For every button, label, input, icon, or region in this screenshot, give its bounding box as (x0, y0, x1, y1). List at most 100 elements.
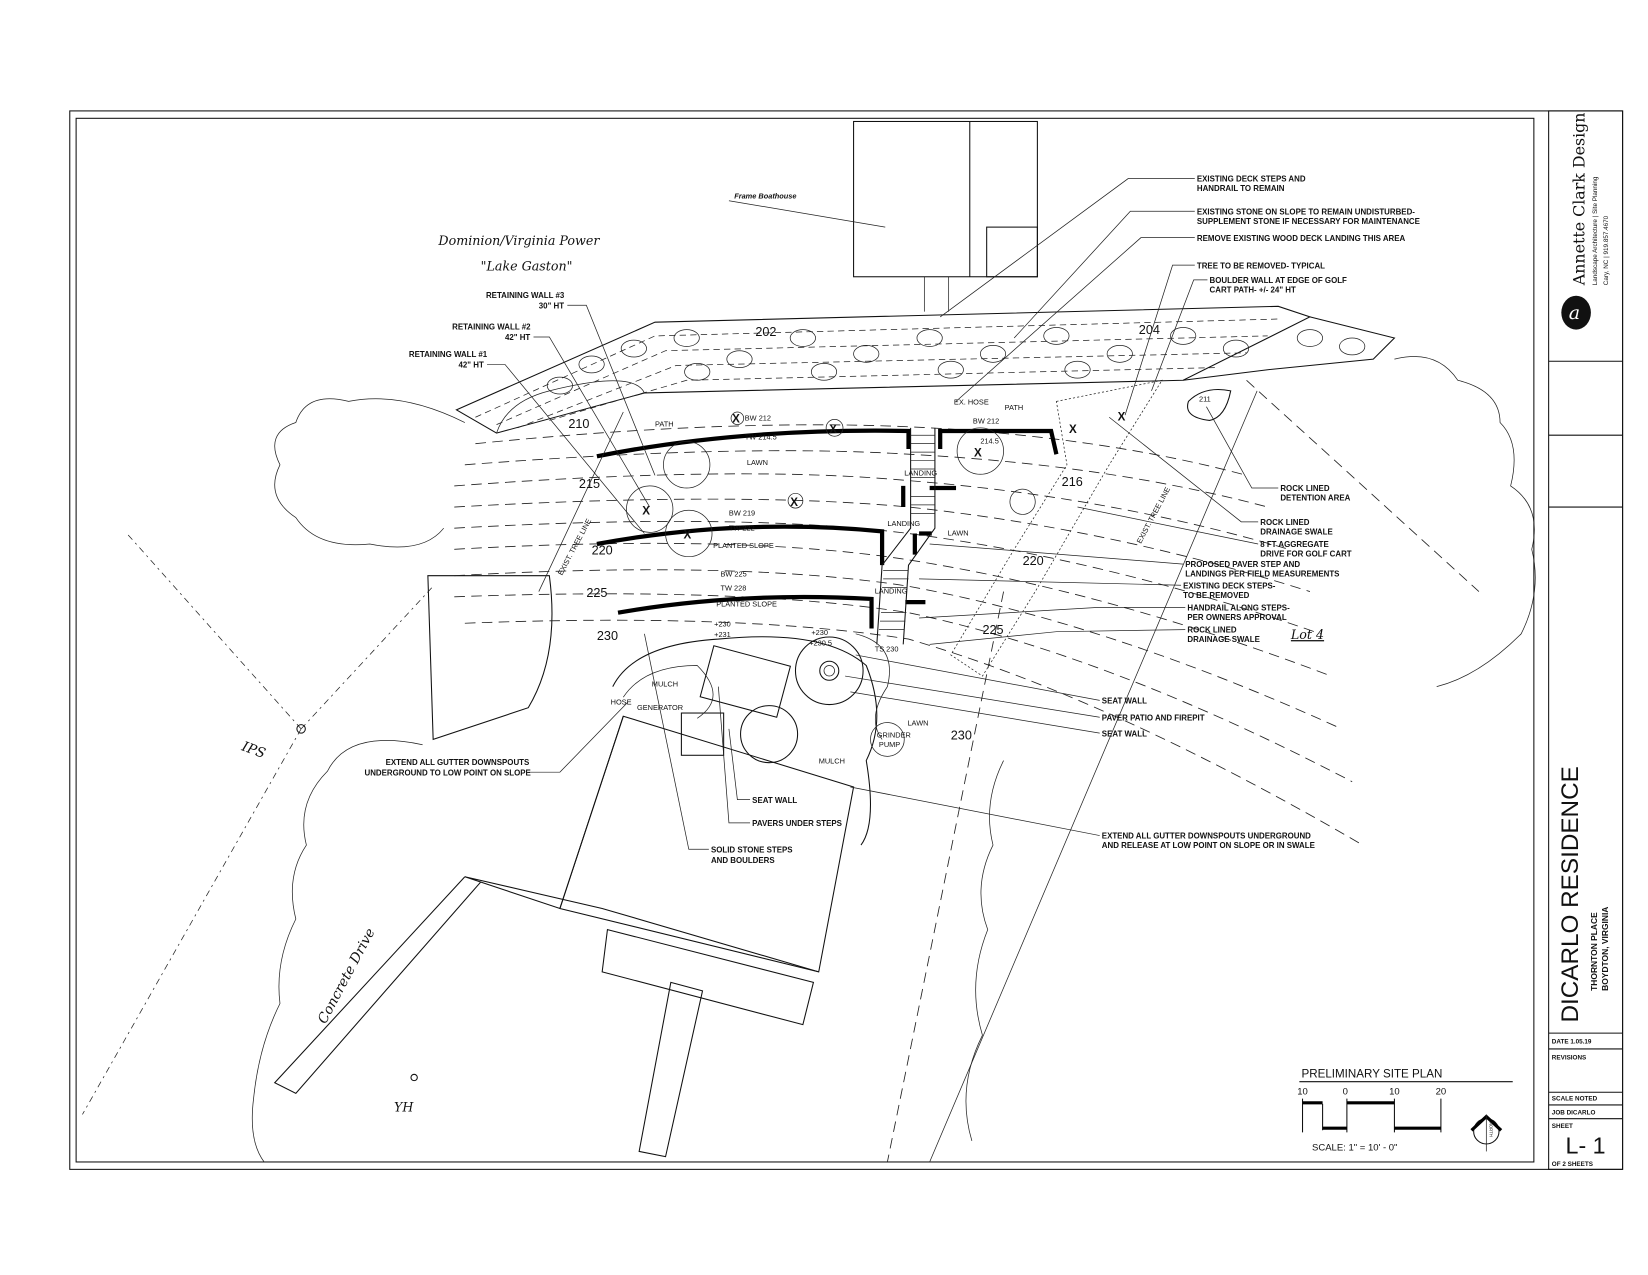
plan-title: PRELIMINARY SITE PLAN (1301, 1067, 1442, 1080)
site-label-tw2145: TW 214.5 (745, 432, 777, 441)
property-line-south (886, 591, 1004, 1163)
site-label-lawn-1: LAWN (747, 458, 768, 467)
tree-canopy-right (1394, 356, 1536, 687)
site-label-mulch-1: MULCH (652, 680, 678, 689)
tree-remove-markers (626, 411, 1036, 558)
revisions: REVISIONS (1552, 1055, 1586, 1062)
site-label-ex-hose: EX. HOSE (954, 398, 989, 407)
svg-text:X: X (1069, 423, 1077, 436)
golf-cart-drive (950, 379, 1163, 677)
firm-tagline: Landscape Architecture | Site Planning (1592, 176, 1599, 285)
svg-text:0: 0 (1343, 1086, 1348, 1097)
yard-hydrant (410, 1073, 418, 1082)
site-label-lawn-2: LAWN (948, 529, 969, 538)
svg-text:LANDINGS PER FIELD MEASUREMEN: LANDINGS PER FIELD MEASUREMENTS (1185, 570, 1339, 579)
site-label-landing-3: LANDING (875, 587, 908, 596)
svg-text:SEAT WALL: SEAT WALL (1102, 697, 1147, 706)
x-marks: XX XX XX XX (642, 410, 1125, 541)
elevation-204: 204 (1139, 323, 1160, 337)
detention-area (1187, 388, 1232, 421)
svg-text:X: X (732, 413, 740, 426)
project-title: DICARLO RESIDENCE (1557, 766, 1584, 1022)
site-label-hose: HOSE (611, 698, 632, 707)
svg-text:BOULDER WALL AT EDGE OF GOLF: BOULDER WALL AT EDGE OF GOLF (1210, 276, 1347, 285)
site-label-landing-2: LANDING (887, 519, 920, 528)
sheet-count: OF 2 SHEETS (1552, 1161, 1593, 1168)
lake-label-2: "Lake Gaston" (481, 258, 573, 273)
svg-text:10: 10 (1389, 1086, 1400, 1097)
stone-mass-left (427, 575, 553, 741)
concrete-drive-label: Concrete Drive (315, 926, 379, 1027)
lake-label-1: Dominion/Virginia Power (437, 233, 600, 248)
svg-text:EXISTING DECK STEPS-: EXISTING DECK STEPS- (1183, 581, 1276, 590)
scale-bar: PRELIMINARY SITE PLAN 10 0 10 20 SCALE: … (1297, 1067, 1513, 1153)
yh-label: YH (394, 1099, 414, 1114)
elevation-211: 211 (1199, 394, 1211, 403)
svg-text:EXISTING DECK STEPS AND: EXISTING DECK STEPS AND (1197, 175, 1306, 184)
firepit (794, 636, 864, 706)
elevation-210: 210 (568, 417, 589, 431)
site-label-bw225: BW 225 (720, 570, 746, 579)
boathouse: Frame Boathouse (728, 120, 1038, 312)
firm-logo-letter: a (1569, 302, 1580, 324)
sheet-label: SHEET (1552, 1123, 1573, 1130)
grinder-pump (870, 722, 905, 757)
svg-text:PAVERS UNDER STEPS: PAVERS UNDER STEPS (752, 819, 842, 828)
drawing-border (75, 117, 1535, 1163)
svg-text:EXTEND ALL GUTTER DOWNSPOUTS U: EXTEND ALL GUTTER DOWNSPOUTS UNDERGROUND (1102, 832, 1311, 841)
site-label-s230b: +230 (811, 628, 828, 637)
svg-text:DRIVE FOR GOLF CART: DRIVE FOR GOLF CART (1260, 550, 1352, 559)
svg-text:8 FT AGGREGATE: 8 FT AGGREGATE (1260, 540, 1329, 549)
svg-text:NORTH: NORTH (1488, 1122, 1493, 1137)
elevation-230: 230 (597, 629, 618, 643)
sheet-border (69, 110, 1624, 1170)
elevation-225: 225 (586, 586, 607, 600)
patio-area (612, 633, 905, 846)
site-label-ts230: TS 230 (875, 645, 899, 654)
lot-label: Lot 4 (1290, 627, 1324, 642)
elevation-216: 216 (1062, 475, 1083, 489)
boathouse-label: Frame Boathouse (734, 192, 796, 201)
title-block-border (1548, 110, 1624, 1170)
elevation-220: 220 (592, 544, 613, 558)
site-label-path-2: PATH (1005, 403, 1024, 412)
scale-note: SCALE NOTED (1552, 1096, 1598, 1103)
svg-text:SUPPLEMENT STONE IF NECESSARY: SUPPLEMENT STONE IF NECESSARY FOR MAINTE… (1197, 217, 1420, 226)
svg-text:TO BE REMOVED: TO BE REMOVED (1183, 591, 1249, 600)
svg-text:PROPOSED PAVER STEP AND: PROPOSED PAVER STEP AND (1185, 560, 1300, 569)
site-label-bw212: BW 212 (745, 413, 771, 422)
site-label-pump: PUMP (879, 740, 900, 749)
svg-text:CART PATH- +/- 24" HT: CART PATH- +/- 24" HT (1210, 286, 1296, 295)
svg-text:10: 10 (1297, 1086, 1308, 1097)
svg-text:X: X (974, 446, 982, 459)
site-label-s231: +231 (714, 630, 731, 639)
project-address-2: BOYDTON, VIRGINIA (1600, 907, 1610, 991)
svg-text:AND BOULDERS: AND BOULDERS (711, 856, 775, 865)
site-label-mulch-2: MULCH (819, 757, 845, 766)
svg-text:RETAINING WALL #1: RETAINING WALL #1 (409, 350, 488, 359)
ips-pin (82, 533, 434, 1115)
tree-canopy-left (274, 398, 466, 548)
elevation-220-east: 220 (1023, 554, 1044, 568)
svg-text:20: 20 (1436, 1086, 1447, 1097)
existing-stone-slope: 202 204 (455, 305, 1396, 434)
sheet-number: L- 1 (1566, 1133, 1606, 1159)
site-label-lawn-3: LAWN (907, 719, 928, 728)
contour-lines (454, 424, 1363, 846)
scale-text: SCALE: 1" = 10' - 0" (1312, 1142, 1397, 1153)
svg-text:42" HT: 42" HT (459, 361, 484, 370)
svg-text:SEAT WALL: SEAT WALL (752, 796, 797, 805)
site-label-tw222: TW 222 (729, 523, 755, 532)
svg-text:ROCK LINED: ROCK LINED (1280, 484, 1329, 493)
svg-text:X: X (684, 529, 692, 542)
svg-text:X: X (1118, 410, 1126, 423)
site-label-path-1: PATH (655, 420, 674, 429)
svg-text:REMOVE EXISTING WOOD DECK LAND: REMOVE EXISTING WOOD DECK LANDING THIS A… (1197, 234, 1406, 243)
firm-logo (1561, 295, 1591, 330)
svg-text:42" HT: 42" HT (505, 333, 530, 342)
svg-text:ROCK LINED: ROCK LINED (1187, 626, 1236, 635)
tree-canopy-drive (251, 740, 423, 1163)
callouts-left: RETAINING WALL #3 30" HT RETAINING WALL … (364, 291, 841, 865)
elevation-225-east: 225 (982, 623, 1003, 637)
